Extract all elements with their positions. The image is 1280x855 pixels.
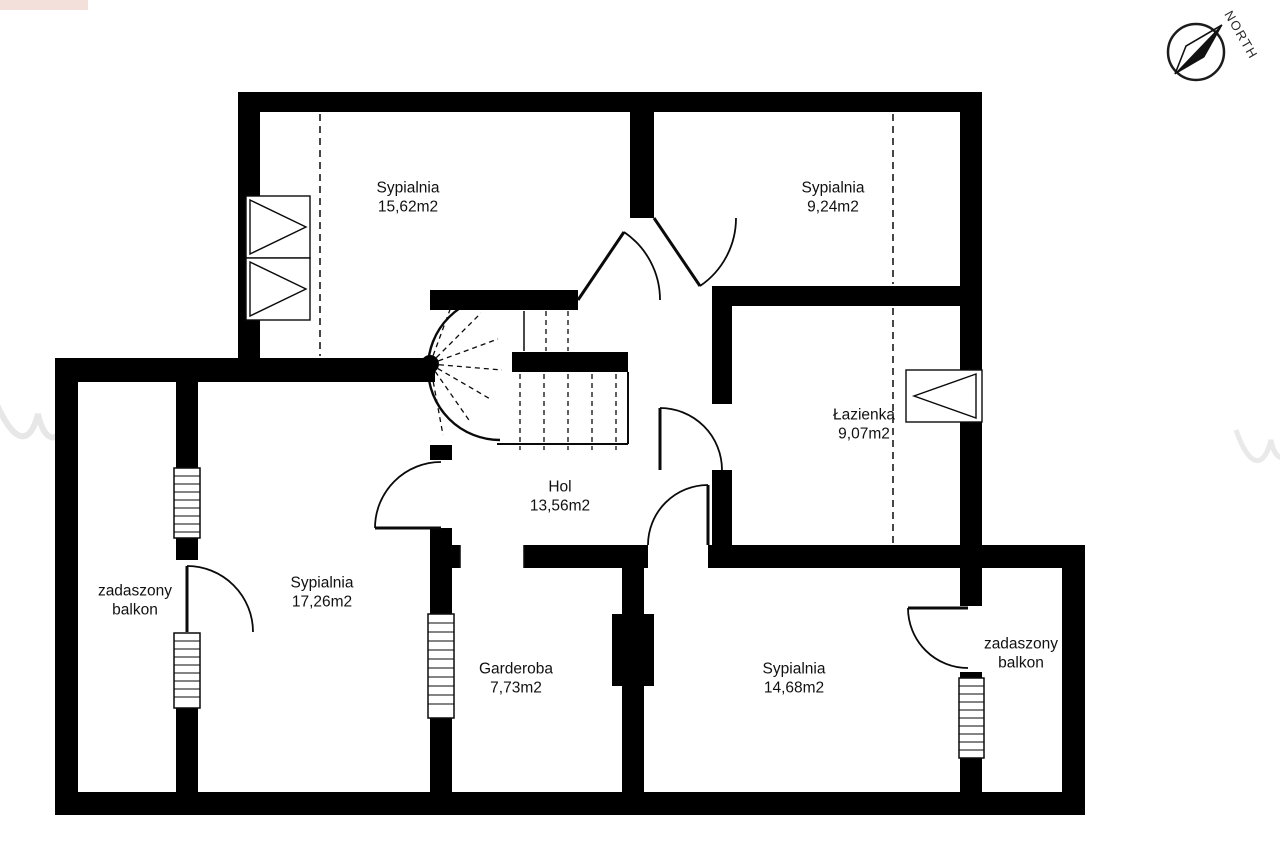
north-compass: NORTH xyxy=(1166,8,1261,82)
wall-center-horizontal-c xyxy=(708,545,1062,568)
scan-artifact xyxy=(0,0,88,10)
wall-top-bedrooms-divider xyxy=(630,92,654,218)
stair-curve xyxy=(426,294,501,442)
stair-boundary xyxy=(497,372,629,445)
wall-balcony-left-a xyxy=(176,382,198,468)
casement-symbol-top xyxy=(245,195,311,259)
wall-top xyxy=(238,92,982,112)
compass-needle-outline xyxy=(1174,24,1223,75)
stair-winder-treads xyxy=(429,295,503,436)
wall-center-horizontal-b xyxy=(524,545,648,568)
door-landing-left xyxy=(576,231,661,301)
wall-chimney-block xyxy=(612,614,654,686)
door-bedroom-top-right xyxy=(652,217,737,287)
compass-north-label: NORTH xyxy=(1221,8,1261,62)
walls xyxy=(55,92,1085,815)
wall-bedroomleft-hall-a xyxy=(430,445,452,460)
wall-bathroom-left-a xyxy=(712,286,732,404)
wall-stairs-landing xyxy=(512,352,628,372)
wall-balcony-right-b xyxy=(960,672,982,678)
door-balcony-right xyxy=(907,606,969,669)
wall-bottom xyxy=(55,792,1085,815)
compass-needle-icon xyxy=(1174,24,1223,75)
wall-outer-right xyxy=(1062,545,1085,815)
door-balcony-left xyxy=(185,565,254,633)
door-bathroom xyxy=(658,407,723,471)
stair-lower-treads-dashed xyxy=(519,374,617,450)
wall-balcony-right-a xyxy=(960,568,982,606)
door-bedroom-bottom xyxy=(647,484,710,546)
window-balcony-left-lower xyxy=(173,632,201,709)
wall-balcony-left-b xyxy=(176,538,198,560)
wall-center-horizontal-a xyxy=(430,545,460,568)
doors xyxy=(185,217,969,669)
bathroom-window-symbol xyxy=(905,369,983,423)
watermark-right xyxy=(1233,429,1280,463)
staircase xyxy=(421,294,629,450)
wall-bathroom-top xyxy=(712,286,982,306)
window-balcony-left-upper xyxy=(173,467,201,539)
wall-upper-right xyxy=(960,92,982,555)
wardrobe-opening xyxy=(459,545,525,568)
window-wardrobe-wall xyxy=(427,613,455,719)
dashed-guides xyxy=(319,114,894,543)
window-balcony-right xyxy=(958,677,985,759)
wall-midleft-horizontal xyxy=(55,358,435,382)
wall-balcony-left-c xyxy=(176,708,198,792)
casement-symbol-bottom xyxy=(245,257,311,321)
stair-upper-treads-dashed xyxy=(545,311,569,351)
wall-stairs-top xyxy=(430,290,578,310)
window-symbols xyxy=(173,195,985,759)
wall-wardrobe-left-b xyxy=(430,718,452,792)
wall-balcony-right-c xyxy=(960,758,982,792)
wall-outer-left xyxy=(55,358,78,815)
door-bedroom-left xyxy=(374,461,442,530)
wall-wardrobe-left-a xyxy=(430,568,452,614)
wall-bathroom-left-b xyxy=(712,470,732,558)
